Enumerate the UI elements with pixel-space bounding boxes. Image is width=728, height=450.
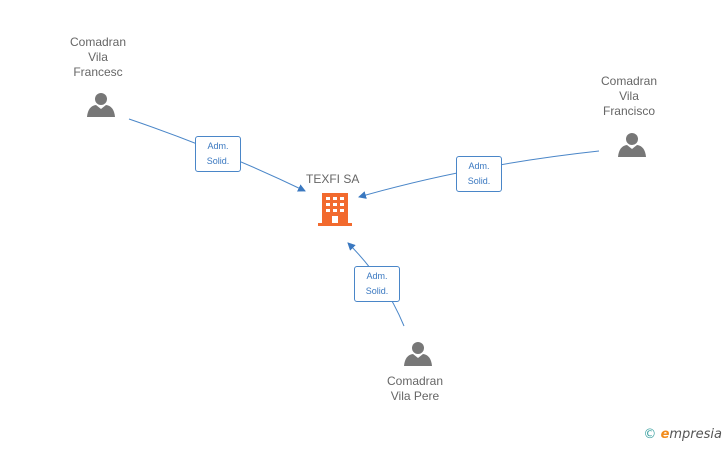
relation-label-francesc: Adm. Solid. [195, 136, 241, 172]
person-label-pere[interactable]: Comadran Vila Pere [386, 374, 444, 403]
watermark: © empresia [643, 427, 722, 442]
relation-label-pere: Adm. Solid. [354, 266, 400, 302]
person-label-francesc[interactable]: Comadran Vila Francesc [69, 35, 127, 79]
copyright-icon: © [643, 427, 657, 442]
company-name[interactable]: TEXFI SA [306, 172, 360, 186]
person-icon [618, 133, 646, 157]
brand-initial: e [660, 427, 670, 442]
person-label-francisco[interactable]: Comadran Vila Francisco [600, 74, 658, 118]
relation-label-francisco: Adm. Solid. [456, 156, 502, 192]
person-icon [87, 93, 115, 117]
person-icon [404, 342, 432, 366]
brand-name: mpresia [669, 427, 722, 442]
building-icon [318, 193, 352, 226]
